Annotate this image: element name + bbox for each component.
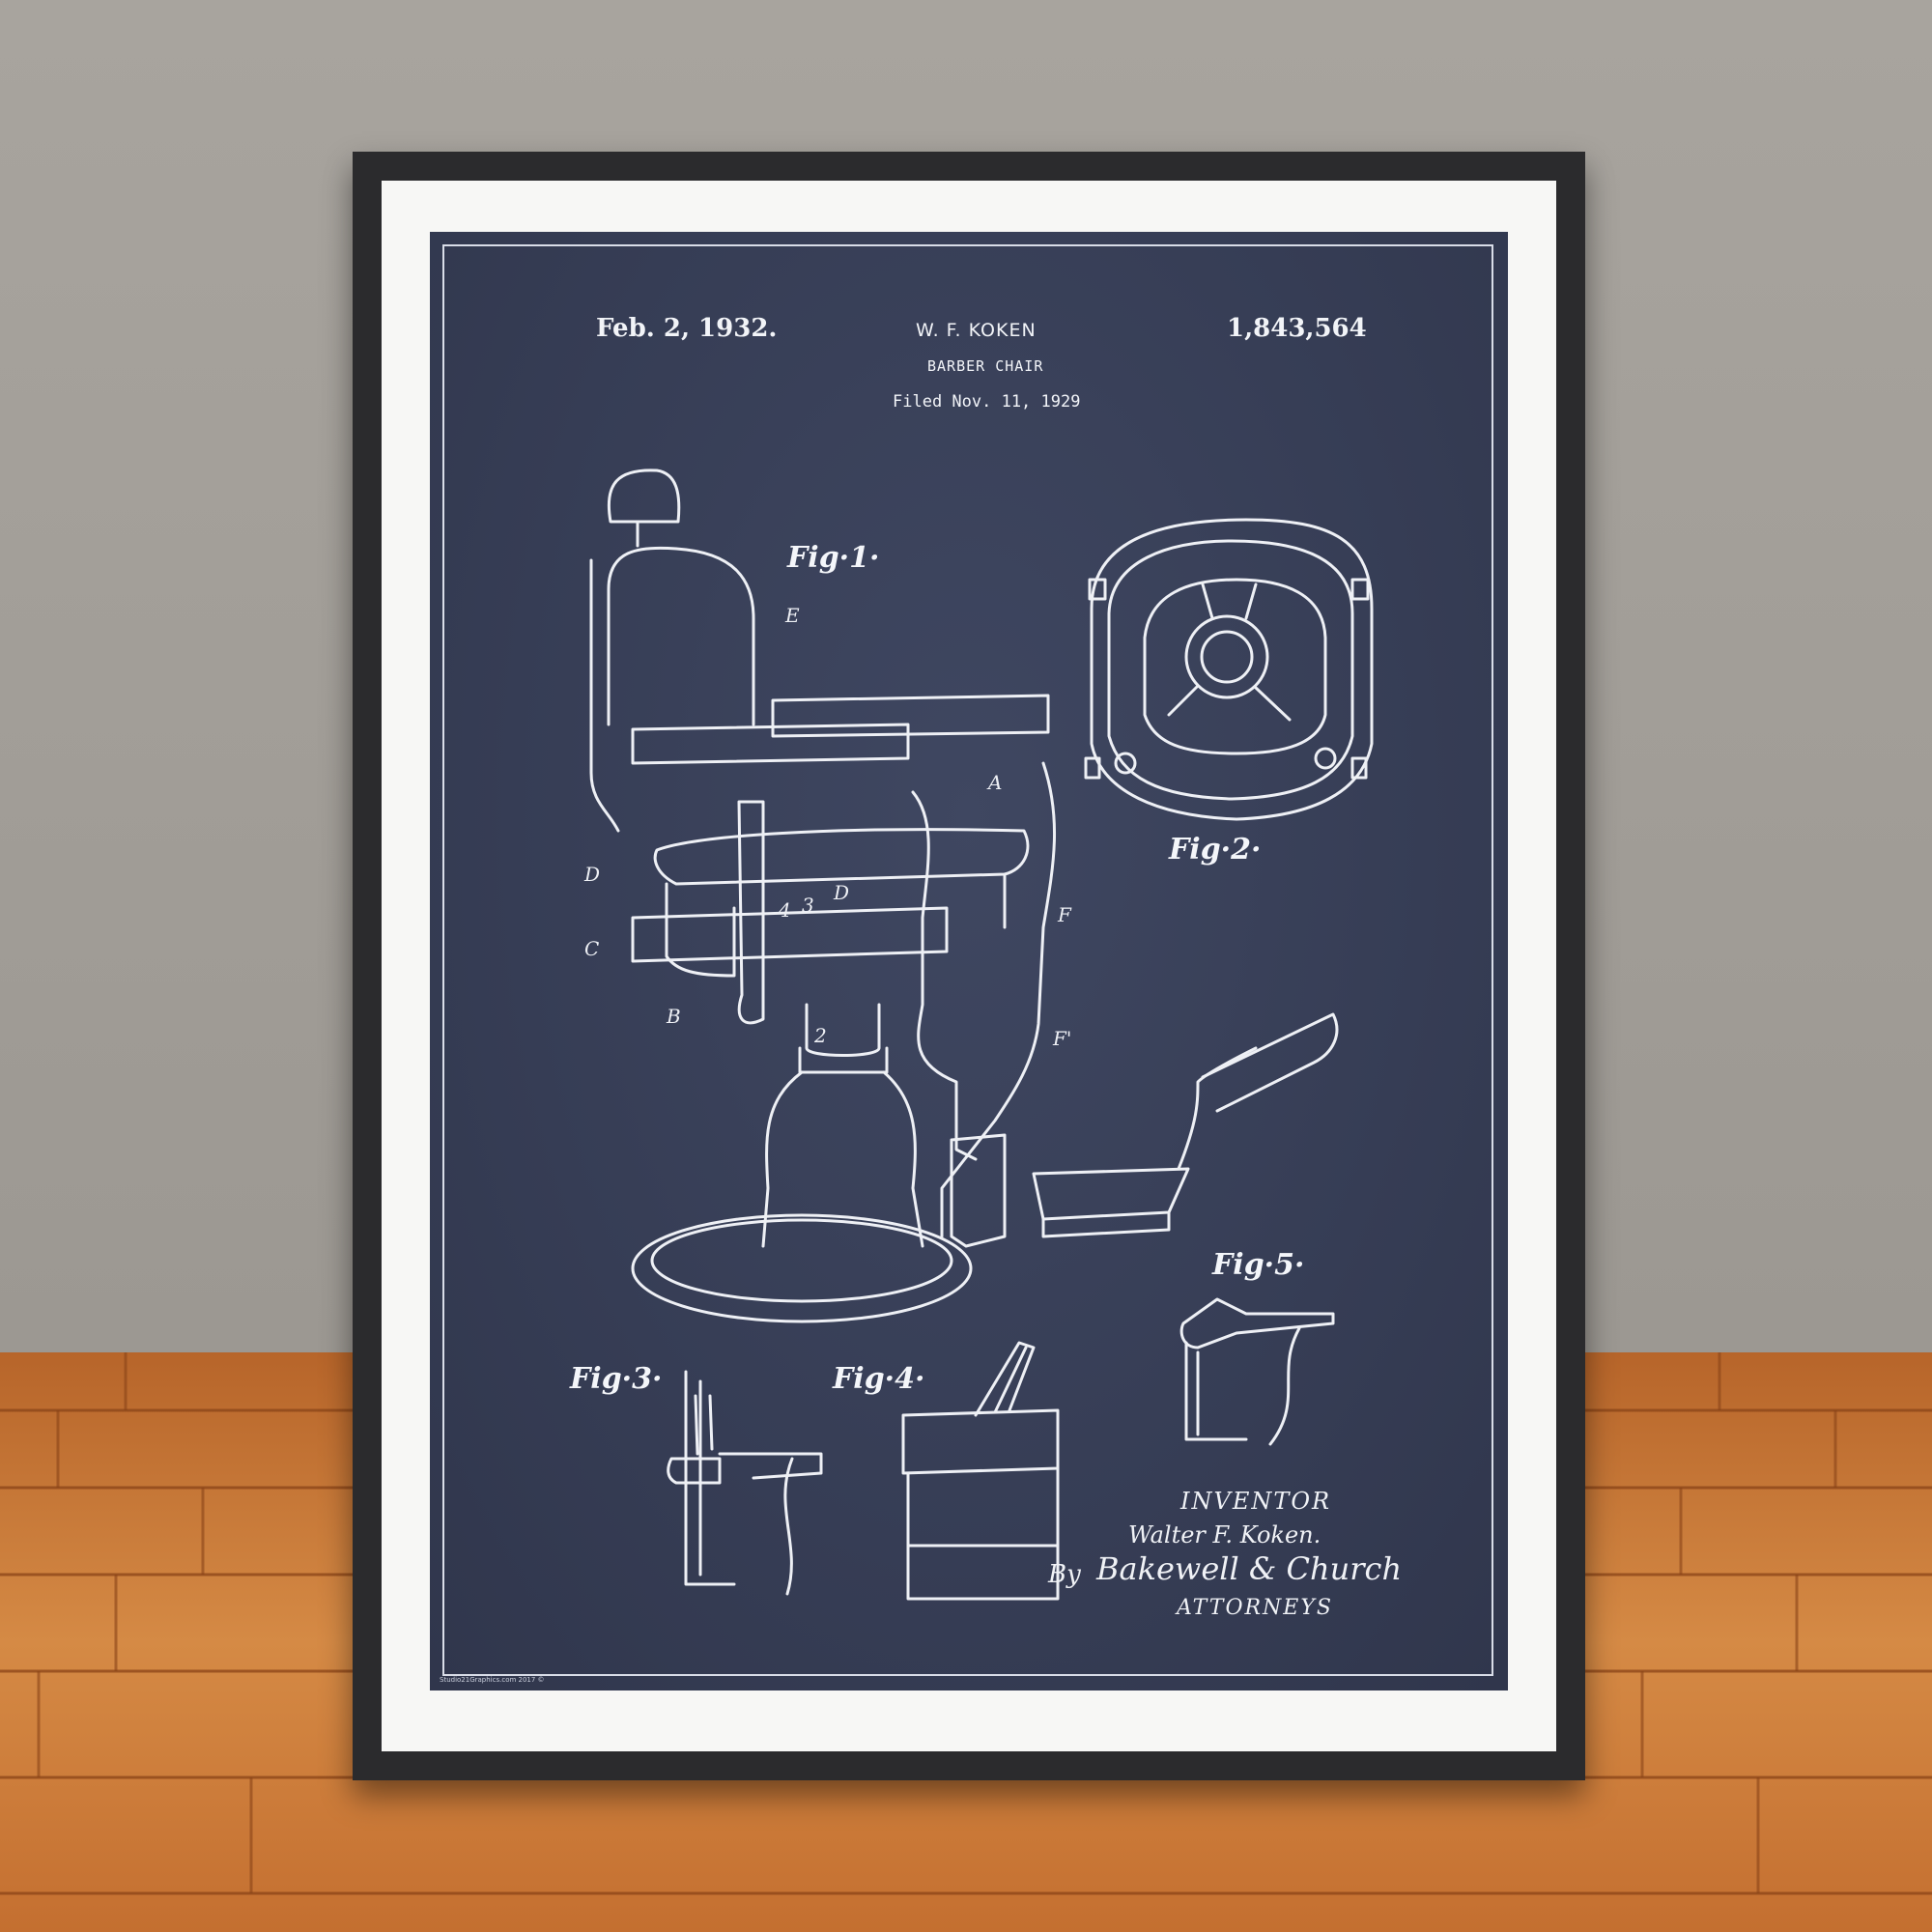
ref-label-b: B [667, 1005, 681, 1028]
patent-title: BARBER CHAIR [927, 357, 1044, 375]
copyright-credit: Studio21Graphics.com 2017 © [440, 1676, 545, 1684]
ref-label-a: A [988, 771, 1003, 794]
ref-label-f1: F' [1053, 1027, 1072, 1050]
fig-4-label: Fig·4· [833, 1362, 925, 1396]
ref-label-3: 3 [802, 894, 814, 917]
fig-2-label: Fig·2· [1169, 833, 1262, 867]
fig-1-label: Fig·1· [787, 541, 880, 575]
patent-date: Feb. 2, 1932. [596, 314, 778, 343]
fig-5-label: Fig·5· [1212, 1248, 1305, 1282]
ref-label-e: E [785, 604, 800, 627]
ref-label-d: D [584, 863, 601, 886]
blueprint-print [430, 232, 1508, 1690]
fig-3-label: Fig·3· [570, 1362, 663, 1396]
ref-label-d-2: D [834, 881, 850, 904]
ref-label-f: F [1058, 903, 1071, 926]
inventor-caption: INVENTOR [1180, 1488, 1332, 1515]
attorney-signature: Bakewell & Church [1096, 1550, 1403, 1587]
ref-label-2: 2 [814, 1024, 827, 1047]
patent-inventor-header: W. F. KOKEN [916, 320, 1037, 341]
attorneys-caption: ATTORNEYS [1177, 1596, 1333, 1620]
ref-label-4: 4 [779, 898, 791, 922]
inventor-name: Walter F. Koken. [1128, 1521, 1321, 1548]
print-border [442, 244, 1493, 1676]
ref-label-c: C [584, 937, 600, 960]
patent-number: 1,843,564 [1227, 314, 1367, 343]
by-text: By [1048, 1560, 1081, 1589]
patent-filed-date: Filed Nov. 11, 1929 [893, 392, 1081, 412]
